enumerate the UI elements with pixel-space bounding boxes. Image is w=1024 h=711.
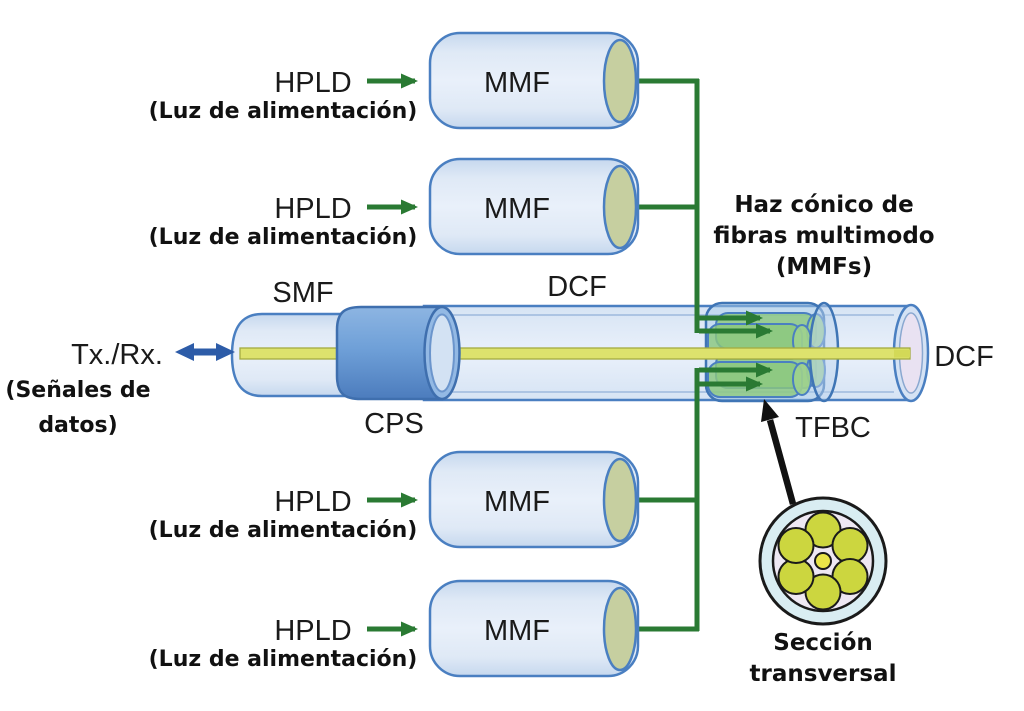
mmf-end-face-1 [602, 38, 638, 124]
mmf-label-2: MMF [484, 193, 550, 225]
feed-sublabel-3: (Luz de alimentación) [149, 518, 418, 543]
trunk-assembly [230, 301, 930, 403]
signal-arrow [175, 343, 235, 361]
annotation-labels: Haz cónico de fibras multimodo (MMFs) Se… [713, 192, 934, 687]
feed-sublabel-1: (Luz de alimentación) [149, 99, 418, 124]
mmf-end-face-4 [602, 586, 638, 672]
dcf-label-top: DCF [547, 271, 607, 303]
feed-row-1: HPLD (Luz de alimentación) MMF [149, 31, 699, 130]
tfbc-pointer-shaft [766, 419, 797, 505]
cross-section-mmf-cores [777, 511, 869, 611]
mmf-cylinder-2 [428, 157, 640, 256]
txrx-label: Tx./Rx. [71, 339, 163, 371]
hpld-label-1: HPLD [274, 67, 351, 99]
mmf-core-upper-right [831, 527, 869, 564]
feed-sublabel-4: (Luz de alimentación) [149, 647, 418, 672]
mmf-label-3: MMF [484, 486, 550, 518]
mmf-cylinder-4 [428, 579, 640, 678]
signal-arrow-head-right [216, 343, 235, 361]
bundle-label-line3: (MMFs) [776, 254, 872, 280]
mmf-end-face-2 [602, 164, 638, 250]
cross-section-smf-core [814, 552, 832, 570]
signal-arrow-head-left [175, 343, 194, 361]
feed-row-3: HPLD (Luz de alimentación) MMF [149, 450, 699, 549]
cps-sleeve [335, 305, 444, 401]
mmf-core-lower-left [777, 558, 815, 595]
mmf-core-upper-left [777, 527, 815, 564]
signals-label-line1: (Señales de [5, 378, 150, 403]
mmf-end-face-3 [602, 457, 638, 543]
mmf-cylinder-1 [428, 31, 640, 130]
trunk-labels: Tx./Rx. (Señales de datos) SMF DCF CPS T… [5, 271, 993, 444]
feed-sublabel-2: (Luz de alimentación) [149, 225, 418, 250]
fiber-core-tip [894, 349, 910, 358]
mmf-label-1: MMF [484, 67, 550, 99]
hpld-label-3: HPLD [274, 486, 351, 518]
bundle-label-line2: fibras multimodo [713, 223, 934, 249]
tfbc-pointer-head [761, 399, 779, 422]
tfbc-pointer [761, 399, 797, 505]
feed-row-2: HPLD (Luz de alimentación) MMF [149, 157, 699, 256]
section-label-line1: Sección [773, 630, 873, 656]
signals-label-line2: datos) [38, 413, 117, 438]
bundle-fiber-bottom-front-end [792, 362, 812, 396]
cps-end-face [429, 313, 455, 393]
cross-section [758, 496, 888, 626]
dcf-label-right: DCF [934, 341, 994, 373]
bundle-fiber-bottom-front [707, 361, 803, 398]
hpld-label-4: HPLD [274, 615, 351, 647]
mmf-cylinder-3 [428, 450, 640, 549]
bundle-label-line1: Haz cónico de [734, 192, 913, 218]
mmf-label-4: MMF [484, 615, 550, 647]
hpld-label-2: HPLD [274, 193, 351, 225]
feed-row-4: HPLD (Luz de alimentación) MMF [149, 579, 699, 678]
cps-label: CPS [364, 408, 424, 440]
smf-label: SMF [272, 277, 333, 309]
section-label-line2: transversal [750, 661, 897, 687]
tfbc-label: TFBC [795, 412, 871, 444]
